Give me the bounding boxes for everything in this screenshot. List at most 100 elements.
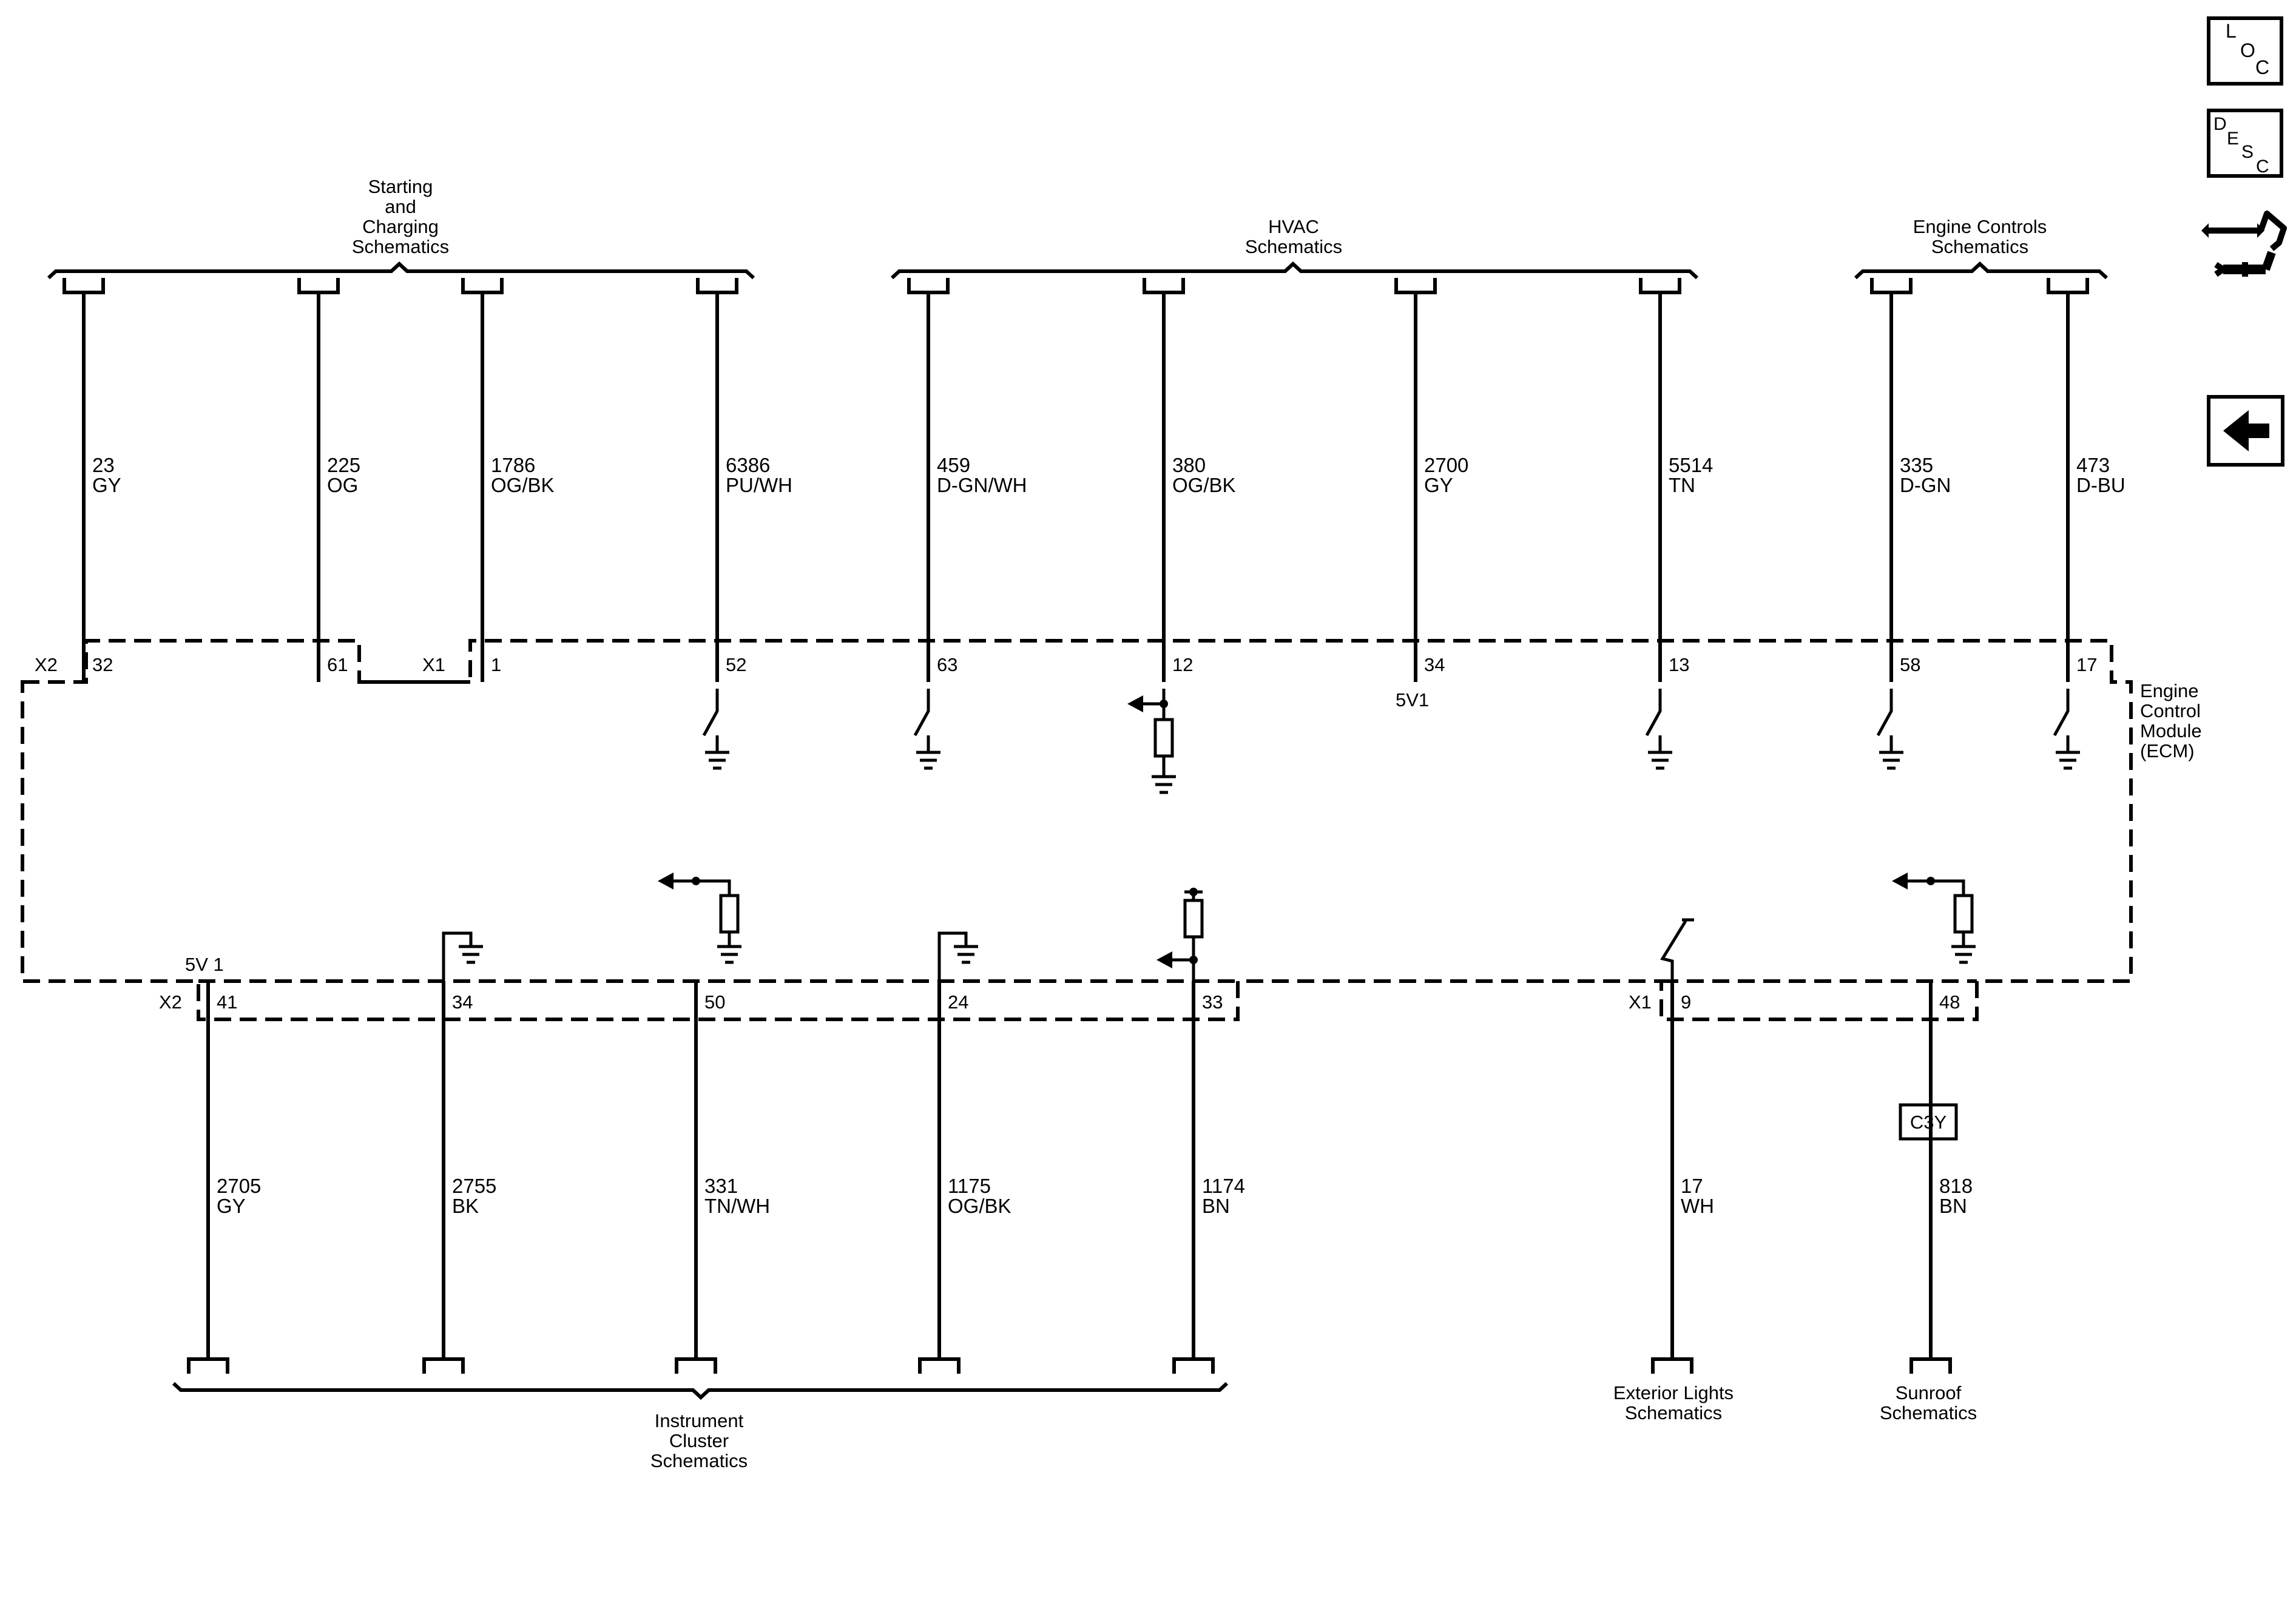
terminal-cap: [297, 278, 340, 294]
connector-label-x1-top: X1: [422, 654, 445, 675]
pin-number: 50: [704, 991, 725, 1013]
wire-color: BN: [1939, 1195, 1967, 1217]
svg-text:Schematics: Schematics: [1245, 236, 1342, 257]
wire-color: D-GN/WH: [937, 474, 1027, 496]
terminal-cap: [918, 1357, 961, 1374]
svg-text:S: S: [2241, 142, 2254, 162]
terminal-cap: [696, 278, 738, 294]
circuit-number: 473: [2076, 454, 2110, 476]
pin-number: 33: [1202, 991, 1223, 1013]
loc-button[interactable]: L O C: [2207, 16, 2283, 86]
svg-text:and: and: [385, 196, 416, 217]
terminal-cap: [1394, 278, 1437, 294]
svg-text:Schematics: Schematics: [1625, 1402, 1722, 1423]
desc-button[interactable]: D E S C: [2207, 109, 2283, 178]
connector-view-icon[interactable]: [2201, 211, 2287, 277]
ecm-label: Engine Control Module (ECM): [2140, 680, 2202, 761]
group-label-starting-charging: Starting and Charging Schematics: [352, 176, 449, 257]
svg-text:Exterior Lights: Exterior Lights: [1613, 1382, 1734, 1403]
svg-text:L: L: [2226, 20, 2237, 42]
terminal-cap: [187, 1357, 229, 1374]
terminal-cap: [907, 278, 950, 294]
svg-text:O: O: [2240, 39, 2255, 61]
svg-text:C: C: [2255, 56, 2269, 78]
wire-color: GY: [1424, 474, 1453, 496]
wire-color: D-BU: [2076, 474, 2125, 496]
pin-number: 34: [1424, 654, 1445, 675]
ground-symbols: [459, 751, 2080, 964]
svg-text:Engine: Engine: [2140, 680, 2199, 701]
pin-number: 48: [1939, 991, 1960, 1013]
circuit-number: 17: [1681, 1175, 1703, 1197]
back-button[interactable]: [2207, 395, 2284, 467]
pin-number: 34: [452, 991, 473, 1013]
connector-label-x1-bottom: X1: [1629, 991, 1652, 1013]
wire-color: OG/BK: [948, 1195, 1011, 1217]
pin-number: 52: [726, 654, 746, 675]
terminal-cap: [1639, 278, 1681, 294]
wire-color: BN: [1202, 1195, 1230, 1217]
svg-text:Schematics: Schematics: [650, 1450, 748, 1471]
pin-number: 1: [491, 654, 501, 675]
wire-color: TN/WH: [704, 1195, 770, 1217]
circuit-number: 2755: [452, 1175, 496, 1197]
terminal-cap: [675, 1357, 717, 1374]
ecm-internal-arrows: [658, 695, 1935, 968]
group-label-engine-controls: Engine Controls Schematics: [1913, 216, 2047, 257]
connector-label-x2-top: X2: [35, 654, 58, 675]
circuit-number: 225: [327, 454, 360, 476]
svg-text:Module: Module: [2140, 720, 2202, 741]
terminal-cap: [1143, 278, 1185, 294]
wire-color: PU/WH: [726, 474, 792, 496]
svg-text:Starting: Starting: [368, 176, 433, 197]
circuit-number: 335: [1900, 454, 1933, 476]
svg-text:C3Y: C3Y: [1910, 1112, 1947, 1133]
connector-label-x2-bottom: X2: [159, 991, 182, 1013]
circuit-number: 1786: [491, 454, 535, 476]
svg-text:Schematics: Schematics: [1931, 236, 2028, 257]
circuit-number: 2705: [217, 1175, 261, 1197]
circuit-number: 331: [704, 1175, 738, 1197]
svg-text:(ECM): (ECM): [2140, 740, 2195, 761]
ecm-internal-circuitry: [442, 689, 2070, 981]
svg-text:Sunroof: Sunroof: [1896, 1382, 1962, 1403]
svg-text:Instrument: Instrument: [655, 1410, 744, 1431]
wire-color: OG/BK: [491, 474, 555, 496]
group-bracket-starting-charging: [47, 261, 755, 280]
pin-number: 12: [1172, 654, 1193, 675]
pin-number: 13: [1669, 654, 1689, 675]
circuit-number: 1175: [948, 1175, 991, 1197]
wire-color: D-GN: [1900, 474, 1951, 496]
circuit-number: 6386: [726, 454, 770, 476]
terminal-cap: [1172, 1357, 1215, 1374]
terminal-cap: [62, 278, 105, 294]
wire-color: WH: [1681, 1195, 1714, 1217]
pin-number: 61: [327, 654, 348, 675]
svg-text:E: E: [2227, 129, 2239, 149]
circuit-number: 23: [92, 454, 115, 476]
group-bracket-hvac: [890, 261, 1699, 280]
wire-color: TN: [1669, 474, 1695, 496]
wire-color: GY: [92, 474, 121, 496]
svg-text:Charging: Charging: [362, 216, 439, 237]
circuit-number: 2700: [1424, 454, 1468, 476]
pin-number: 32: [92, 654, 113, 675]
terminal-cap: [422, 1357, 465, 1374]
wires: 23GY32225OG611786OG/BK16386PU/WH52459D-G…: [62, 278, 2125, 1374]
terminal-cap: [1651, 1357, 1693, 1374]
circuit-number: 459: [937, 454, 970, 476]
svg-text:HVAC: HVAC: [1268, 216, 1319, 237]
pin-number: 58: [1900, 654, 1920, 675]
